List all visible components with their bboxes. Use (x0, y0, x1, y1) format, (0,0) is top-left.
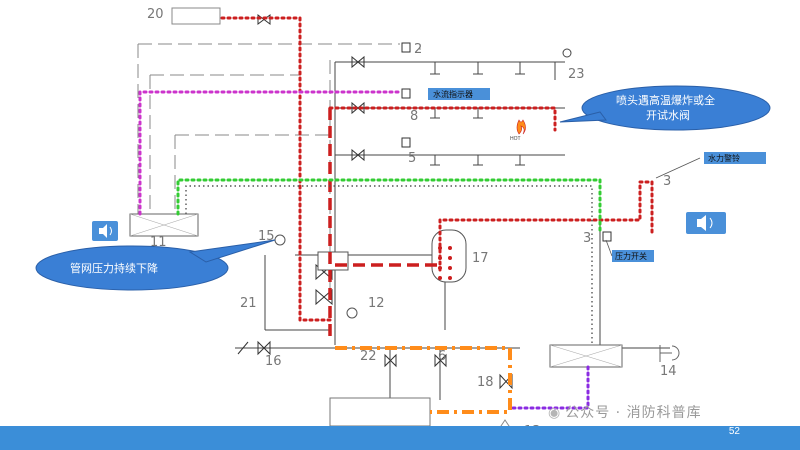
tank-red-dots (438, 246, 452, 280)
purple-dotted-path (508, 365, 590, 410)
water-tank (329, 397, 431, 427)
page-number: 52 (728, 426, 740, 437)
label-2: 2 (414, 42, 422, 57)
pressure-switch-box (612, 250, 654, 262)
branch-valves (237, 14, 513, 390)
pump-14 (659, 345, 680, 362)
pressure-switch-label: 压力开关 (615, 251, 647, 261)
hot-flame-icon (516, 119, 526, 135)
label-5: 5 (408, 151, 416, 166)
wechat-icon: ◉ (548, 405, 562, 421)
flow-indicator-box (428, 88, 490, 100)
footer-bar (0, 426, 800, 450)
hot-label: HOT (510, 136, 521, 142)
label-6: 6 (438, 349, 446, 364)
orange-dashdot-path (335, 346, 512, 414)
label-3-bottom: 3 (583, 231, 591, 246)
flow-indicator-label: 水流指示器 (433, 89, 473, 99)
callout-pressure-drop: 管网压力持续下降 (35, 239, 276, 291)
callout-line-1: 喷头遇高温爆炸或全 (616, 93, 715, 107)
flow-indicator-boxes (401, 42, 612, 242)
label-18: 18 (477, 375, 494, 390)
label-21: 21 (240, 296, 257, 311)
label-22: 22 (360, 349, 377, 364)
pressure-tank-17 (431, 229, 467, 283)
label-20: 20 (147, 7, 164, 22)
watermark-text: 公众号 · 消防科普库 (565, 405, 702, 421)
label-3-top: 3 (663, 174, 671, 189)
callout-sprinkler-burst: 喷头遇高温爆炸或全 开试水阀 (559, 85, 771, 131)
speaker-icon (92, 221, 118, 241)
callout-text: 管网压力持续下降 (70, 261, 158, 275)
gray-dotted-path (185, 185, 593, 345)
label-12: 12 (368, 296, 385, 311)
green-dotted-path (176, 178, 602, 232)
red-dashed-path (328, 108, 440, 340)
label-16: 16 (265, 354, 282, 369)
callout-line-2: 开试水阀 (646, 108, 690, 122)
magenta-dotted-path (138, 90, 400, 216)
water-bell-box (704, 152, 766, 164)
label-17: 17 (472, 251, 489, 266)
label-23: 23 (568, 67, 585, 82)
tank-20 (171, 7, 221, 25)
red-dotted-path (220, 16, 654, 322)
pressure-gauge-12 (346, 307, 358, 319)
water-bell-label: 水力警铃 (708, 153, 740, 163)
label-11: 11 (150, 235, 167, 250)
speaker-icon (686, 212, 726, 234)
sprinkler-heads (430, 48, 572, 166)
label-15: 15 (258, 229, 275, 244)
label-14: 14 (660, 364, 677, 379)
pressure-gauge-15 (274, 234, 286, 246)
watermark: ◉公众号 · 消防科普库 (548, 402, 702, 422)
label-8: 8 (410, 109, 418, 124)
alarm-valve-body (317, 251, 349, 271)
